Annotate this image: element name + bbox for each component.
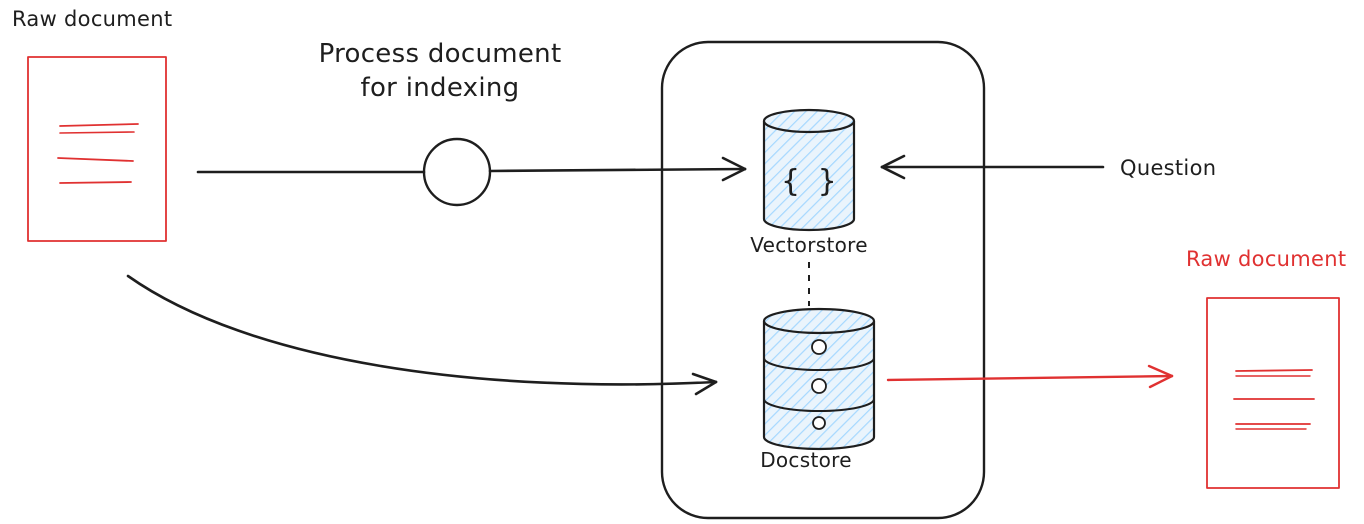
doc-line-icon bbox=[59, 181, 132, 184]
arrow-document-to-vectorstore bbox=[196, 156, 747, 182]
docstore-cylinder bbox=[762, 307, 876, 451]
arrow-document-to-docstore bbox=[126, 274, 718, 396]
process-label-line2: for indexing bbox=[361, 73, 520, 103]
doc-line-icon bbox=[57, 157, 134, 162]
arrow-docstore-to-raw-document bbox=[886, 364, 1174, 389]
vectorstore-cylinder: { } bbox=[762, 108, 856, 232]
raw-document-left-shape bbox=[27, 56, 167, 242]
doc-line-icon bbox=[59, 131, 135, 134]
braces-icon: { } bbox=[781, 164, 836, 199]
docstore-dot-icon bbox=[811, 378, 827, 394]
doc-line-icon bbox=[59, 123, 139, 127]
raw-document-right-shape bbox=[1206, 297, 1340, 489]
arrow-question-to-vectorstore bbox=[880, 154, 1105, 180]
question-label: Question bbox=[1120, 156, 1216, 180]
doc-line-icon bbox=[1235, 369, 1313, 372]
raw-document-left-label: Raw document bbox=[12, 7, 172, 31]
raw-document-right-label: Raw document bbox=[1186, 247, 1346, 271]
vectorstore-label: Vectorstore bbox=[750, 233, 868, 257]
process-circle-node bbox=[422, 137, 492, 207]
retriever-container-box bbox=[660, 40, 986, 520]
docstore-label: Docstore bbox=[760, 448, 852, 472]
docstore-dot-icon bbox=[812, 416, 826, 430]
process-label-line1: Process document bbox=[319, 39, 562, 69]
docstore-dot-icon bbox=[811, 339, 827, 355]
